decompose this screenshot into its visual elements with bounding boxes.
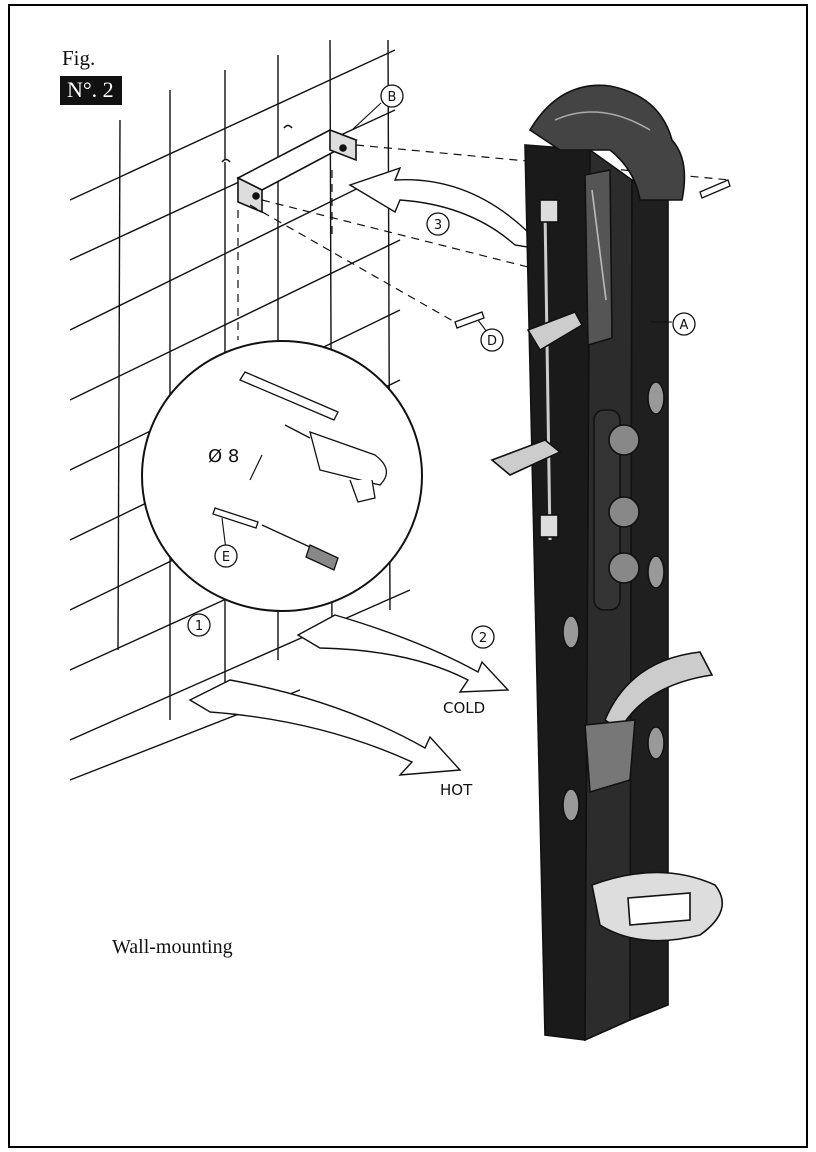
drill-icon <box>284 424 387 503</box>
arrow-hot-supply <box>188 679 462 776</box>
callout-b: B <box>380 84 404 108</box>
svg-text:B: B <box>388 90 397 105</box>
drill-size-label: Ø 8 <box>208 446 239 467</box>
cold-label: COLD <box>443 699 485 717</box>
callout-d: D <box>480 328 504 352</box>
svg-text:E: E <box>222 550 230 565</box>
arrow-step-3 <box>348 166 547 252</box>
anchor-screw-icon <box>212 507 259 529</box>
callout-step-1: 1 <box>187 613 211 637</box>
svg-text:A: A <box>680 318 689 333</box>
pencil-icon <box>239 371 339 421</box>
screw-d <box>454 311 485 329</box>
svg-text:2: 2 <box>479 631 487 646</box>
arrow-cold-supply <box>296 614 510 693</box>
hot-label: HOT <box>440 781 473 799</box>
leader-b <box>351 102 382 131</box>
screwdriver-icon <box>261 524 339 571</box>
svg-text:3: 3 <box>434 218 442 233</box>
svg-text:1: 1 <box>195 619 203 634</box>
callout-step-2: 2 <box>471 625 495 649</box>
svg-text:D: D <box>487 334 497 349</box>
wall-bracket <box>221 124 358 214</box>
callout-a: A <box>672 312 696 336</box>
figure-number-badge: N°. 2 <box>60 76 122 105</box>
callout-step-3: 3 <box>426 212 450 236</box>
shower-panel <box>490 84 724 1042</box>
leader-d <box>477 319 488 333</box>
figure-label: Fig. <box>62 46 96 70</box>
detail-magnifier <box>141 340 423 612</box>
screw-top <box>699 179 731 199</box>
callout-e: E <box>214 544 238 568</box>
figure-caption: Wall-mounting <box>112 936 233 958</box>
